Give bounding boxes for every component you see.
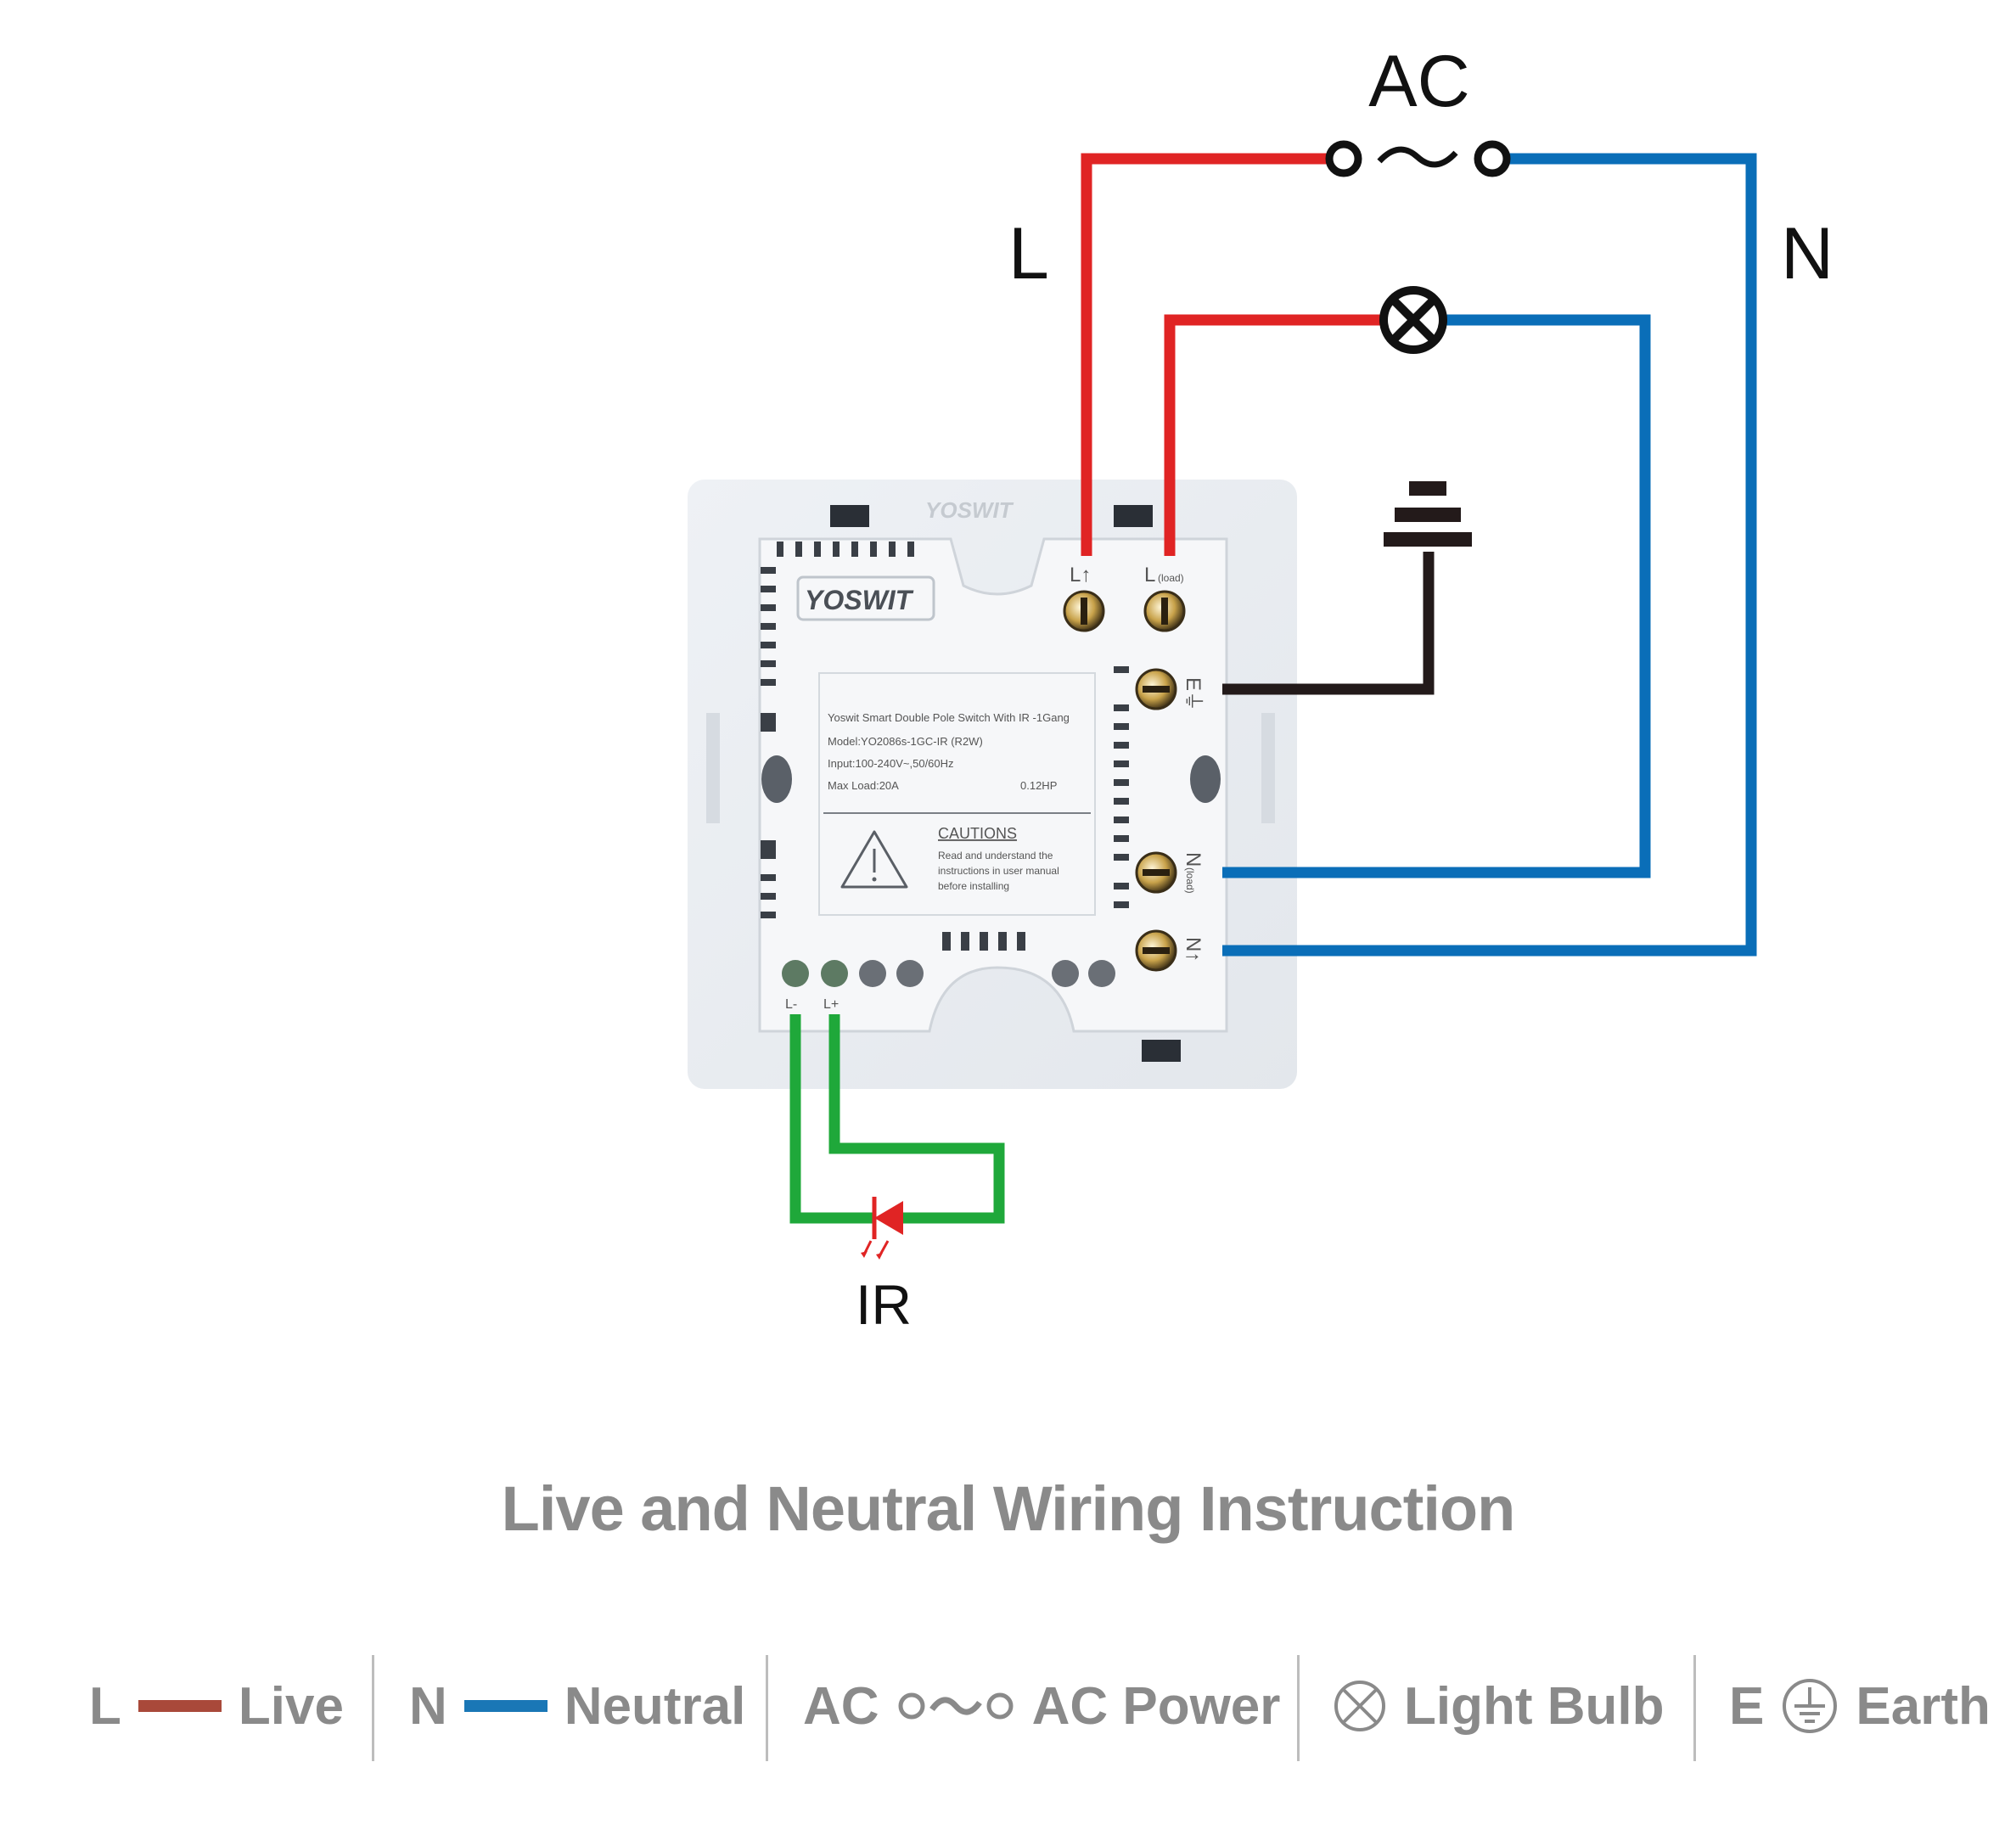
wires xyxy=(789,153,1757,1224)
legend-symbol-ac: AC xyxy=(803,1676,879,1736)
page-title: Live and Neutral Wiring Instruction xyxy=(501,1473,1516,1544)
legend-item-ac: AC AC Power xyxy=(803,1647,1280,1765)
legend-symbol-earth: E xyxy=(1729,1676,1765,1736)
clip xyxy=(1114,505,1153,527)
legend-divider xyxy=(372,1655,374,1761)
ir-led-icon xyxy=(861,1197,903,1260)
legend-symbol-live: L xyxy=(89,1676,121,1736)
light-bulb-icon xyxy=(1379,286,1447,354)
brand-logo: YOSWIT xyxy=(796,575,935,621)
cautions-title: CAUTIONS xyxy=(938,825,1017,842)
brand-text: YOSWIT xyxy=(805,585,914,615)
legend-label-neutral: Neutral xyxy=(564,1676,746,1736)
live-label: L xyxy=(1008,213,1049,295)
terminal-label-n-load: N xyxy=(1182,852,1205,867)
legend-item-light-bulb: Light Bulb xyxy=(1333,1647,1664,1765)
clip xyxy=(1142,1040,1181,1062)
power-terminals: L↑ L (load) E⏚ N (load) N↑ xyxy=(1063,564,1205,972)
warning-icon xyxy=(840,830,908,889)
mounting-slot-left xyxy=(706,713,720,823)
terminal-ir-minus: L- xyxy=(785,997,797,1012)
mounting-slot-right xyxy=(1261,713,1275,823)
vent-slots-top xyxy=(777,542,914,557)
light-bulb-legend-icon xyxy=(1334,1681,1385,1731)
terminal-label-l-in: L↑ xyxy=(1070,564,1091,586)
legend-label-live: Live xyxy=(238,1676,344,1736)
legend-divider xyxy=(1693,1655,1696,1761)
product-label: Yoswit Smart Double Pole Switch With IR … xyxy=(818,672,1096,916)
switch-device: YOSWIT YOSWIT Yoswit Smart Double Pole S… xyxy=(688,480,1297,1089)
legend-symbol-neutral: N xyxy=(409,1676,447,1736)
legend-item-live: L Live xyxy=(89,1647,344,1765)
legend: L Live N Neutral AC AC Power Light Bulb … xyxy=(0,1647,2016,1765)
terminal-label-n-load-sub: (load) xyxy=(1184,867,1196,894)
ir-wire-plus xyxy=(828,1014,1005,1224)
earth-ground-icon xyxy=(1384,481,1472,547)
load-line: Max Load:20A xyxy=(828,779,899,792)
ir-terminal-block: L- L+ xyxy=(782,960,1115,1012)
screw-hole-right xyxy=(1190,755,1221,803)
vent-slots-right xyxy=(1114,666,1129,908)
legend-divider xyxy=(1297,1655,1300,1761)
wiring-diagram: YOSWIT YOSWIT Yoswit Smart Double Pole S… xyxy=(688,41,1833,1336)
brand-text-back: YOSWIT xyxy=(925,497,1014,523)
vent-slots-left xyxy=(761,567,776,918)
cautions-line-3: before installing xyxy=(938,880,1009,892)
cautions-line-1: Read and understand the xyxy=(938,850,1053,861)
earth-wire xyxy=(1222,552,1435,695)
screw-hole-left xyxy=(761,755,792,803)
terminal-label-n-in: N↑ xyxy=(1182,937,1205,962)
ir-wire-minus xyxy=(789,1014,874,1224)
clip xyxy=(830,505,869,527)
vent-slots-bottom xyxy=(942,932,1025,951)
ir-label: IR xyxy=(856,1273,912,1336)
live-wire-load xyxy=(1164,314,1384,556)
terminal-label-l-load-sub: (load) xyxy=(1158,572,1184,584)
neutral-wire-load xyxy=(1222,314,1651,878)
neutral-swatch xyxy=(463,1700,548,1712)
neutral-label: N xyxy=(1781,213,1833,295)
switch-module-body xyxy=(758,537,1228,1033)
live-wire-supply xyxy=(1081,153,1344,556)
neutral-wire-supply xyxy=(1222,153,1757,957)
legend-label-light-bulb: Light Bulb xyxy=(1404,1676,1665,1736)
cautions-line-2: instructions in user manual xyxy=(938,865,1059,877)
live-swatch xyxy=(138,1700,222,1712)
legend-label-ac: AC Power xyxy=(1031,1676,1281,1736)
input-line: Input:100-240V~,50/60Hz xyxy=(828,757,954,770)
ac-power-icon xyxy=(898,1692,1014,1720)
model-line: Model:YO2086s-1GC-IR (R2W) xyxy=(828,735,983,748)
legend-label-earth: Earth xyxy=(1856,1676,1991,1736)
legend-item-neutral: N Neutral xyxy=(409,1647,745,1765)
terminal-label-l-load: L xyxy=(1144,564,1155,586)
ac-source-symbol: AC xyxy=(1325,41,1511,177)
earth-legend-icon xyxy=(1783,1679,1838,1733)
ac-label: AC xyxy=(1368,41,1469,122)
product-line: Yoswit Smart Double Pole Switch With IR … xyxy=(828,711,1070,724)
legend-item-earth: E Earth xyxy=(1729,1647,1991,1765)
hp-line: 0.12HP xyxy=(1020,779,1057,792)
terminal-ir-plus: L+ xyxy=(823,997,839,1012)
legend-divider xyxy=(766,1655,768,1761)
terminal-label-e: E⏚ xyxy=(1182,677,1205,711)
